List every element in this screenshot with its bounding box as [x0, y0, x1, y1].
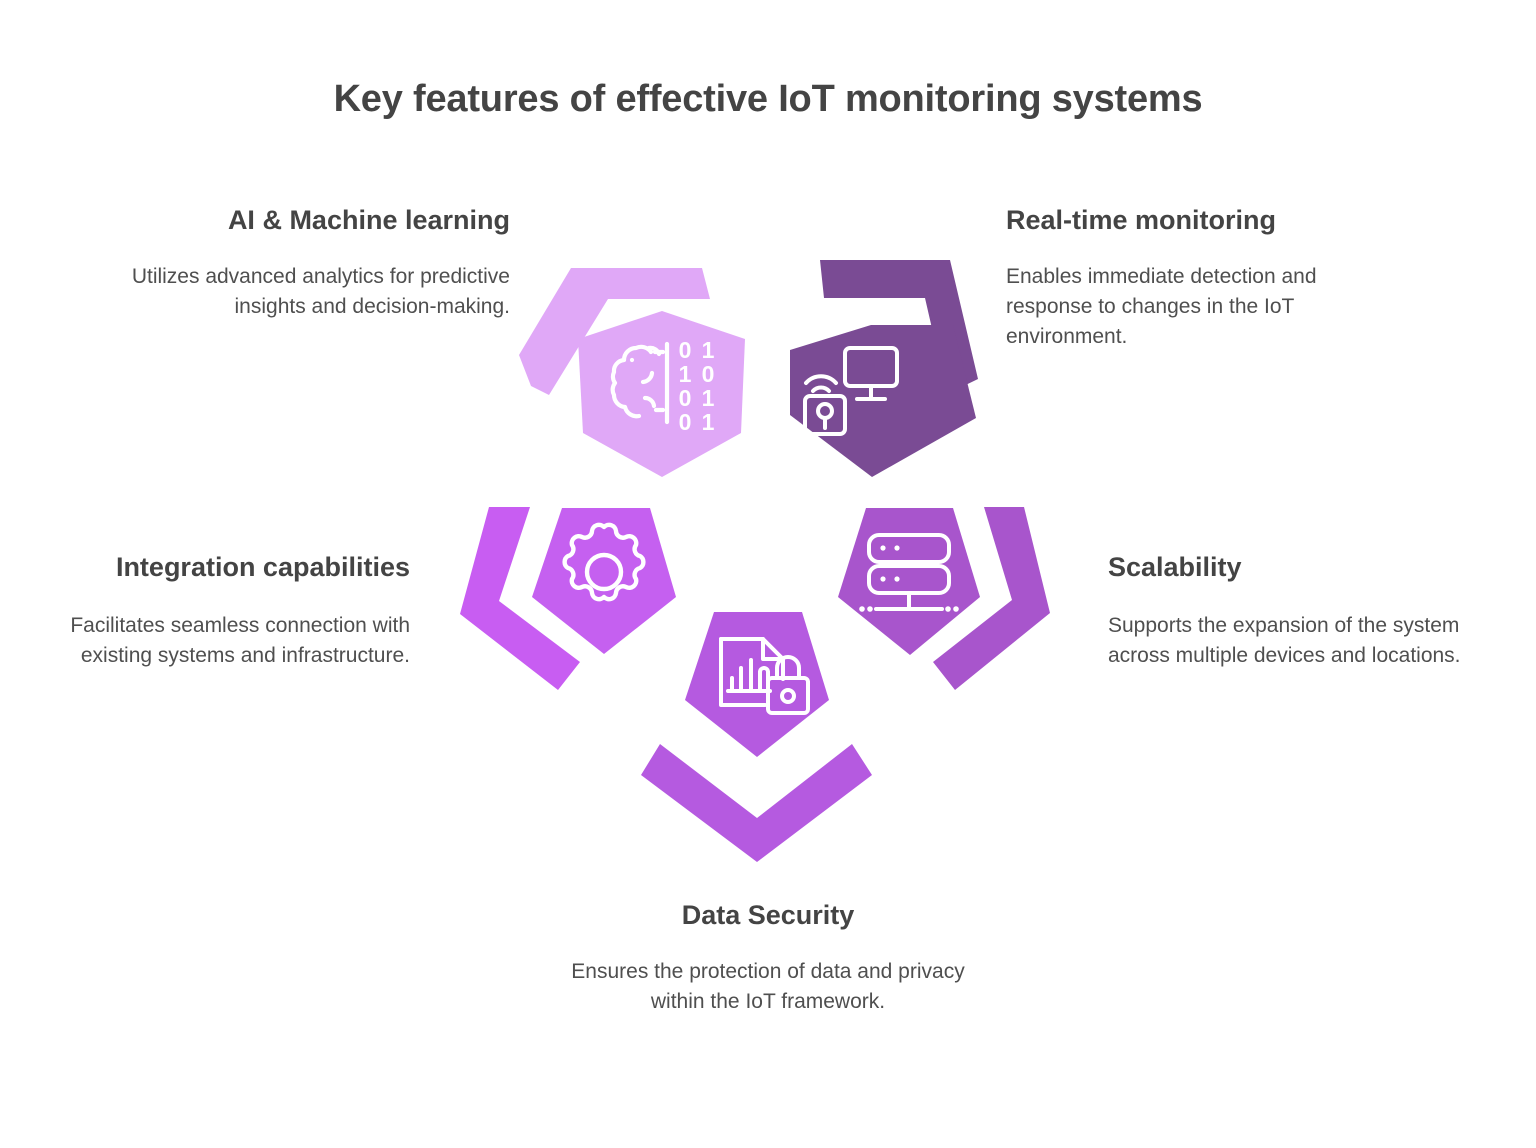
binary-digit-row-3: 0: [679, 385, 692, 411]
feature-block-real-time-monitoring: Real-time monitoring Enables immediate d…: [1006, 205, 1406, 351]
feature-group-real-time-monitoring: [790, 260, 978, 477]
binary-digit-row-3b: 1: [702, 385, 715, 411]
pentagon-data-security: [685, 612, 829, 757]
feature-title-scalability: Scalability: [1108, 552, 1242, 582]
feature-description-scalability: Supports the expansion of the system acr…: [1108, 614, 1461, 667]
server-stack-icon: [859, 533, 959, 612]
feature-block-scalability: Scalability Supports the expansion of th…: [1108, 552, 1508, 671]
feature-group-scalability: [838, 507, 1050, 690]
arm-real-time-monitoring: [820, 260, 978, 394]
arm-ai-machine-learning: [519, 268, 710, 395]
brain-binary-icon: 0 1 1 0 0 1 0 1: [610, 337, 715, 435]
binary-digit-row-2: 1: [679, 361, 692, 387]
pentagon-real-time-monitoring: [790, 325, 976, 477]
feature-description-integration-capabilities: Facilitates seamless connection with exi…: [70, 614, 410, 667]
feature-block-ai-machine-learning: AI & Machine learning Utilizes advanced …: [100, 205, 510, 322]
feature-title-data-security: Data Security: [681, 900, 855, 930]
feature-group-ai-machine-learning: 0 1 1 0 0 1 0 1: [519, 268, 745, 477]
feature-description-real-time-monitoring: Enables immediate detection and response…: [1006, 265, 1317, 348]
binary-digit-row-4b: 1: [702, 409, 715, 435]
feature-block-data-security: Data Security Ensures the protection of …: [568, 900, 968, 1017]
feature-description-ai-machine-learning: Utilizes advanced analytics for predicti…: [131, 265, 510, 318]
feature-block-integration-capabilities: Integration capabilities Facilitates sea…: [10, 552, 410, 671]
binary-digit-row-1b: 1: [702, 337, 715, 363]
feature-group-integration-capabilities: [460, 507, 676, 690]
pentagon-scalability: [838, 508, 980, 655]
document-chart-lock-icon: [719, 637, 810, 715]
arm-scalability: [933, 507, 1050, 690]
feature-description-data-security: Ensures the protection of data and priva…: [571, 960, 965, 1013]
feature-title-real-time-monitoring: Real-time monitoring: [1006, 205, 1277, 235]
binary-digit-row-4: 0: [679, 409, 692, 435]
monitor-sensor-icon: [803, 346, 899, 436]
arm-integration-capabilities: [460, 507, 580, 690]
binary-digit-row-1: 0: [679, 337, 692, 363]
page-title: Key features of effective IoT monitoring…: [333, 78, 1203, 120]
binary-digit-row-2b: 0: [702, 361, 715, 387]
pentagon-ai-machine-learning: [578, 311, 745, 477]
feature-title-ai-machine-learning: AI & Machine learning: [227, 205, 510, 235]
feature-group-data-security: [641, 612, 872, 862]
gear-icon: [562, 522, 646, 602]
pentagon-integration-capabilities: [532, 508, 676, 654]
feature-title-integration-capabilities: Integration capabilities: [115, 552, 410, 582]
arm-data-security: [641, 744, 872, 862]
